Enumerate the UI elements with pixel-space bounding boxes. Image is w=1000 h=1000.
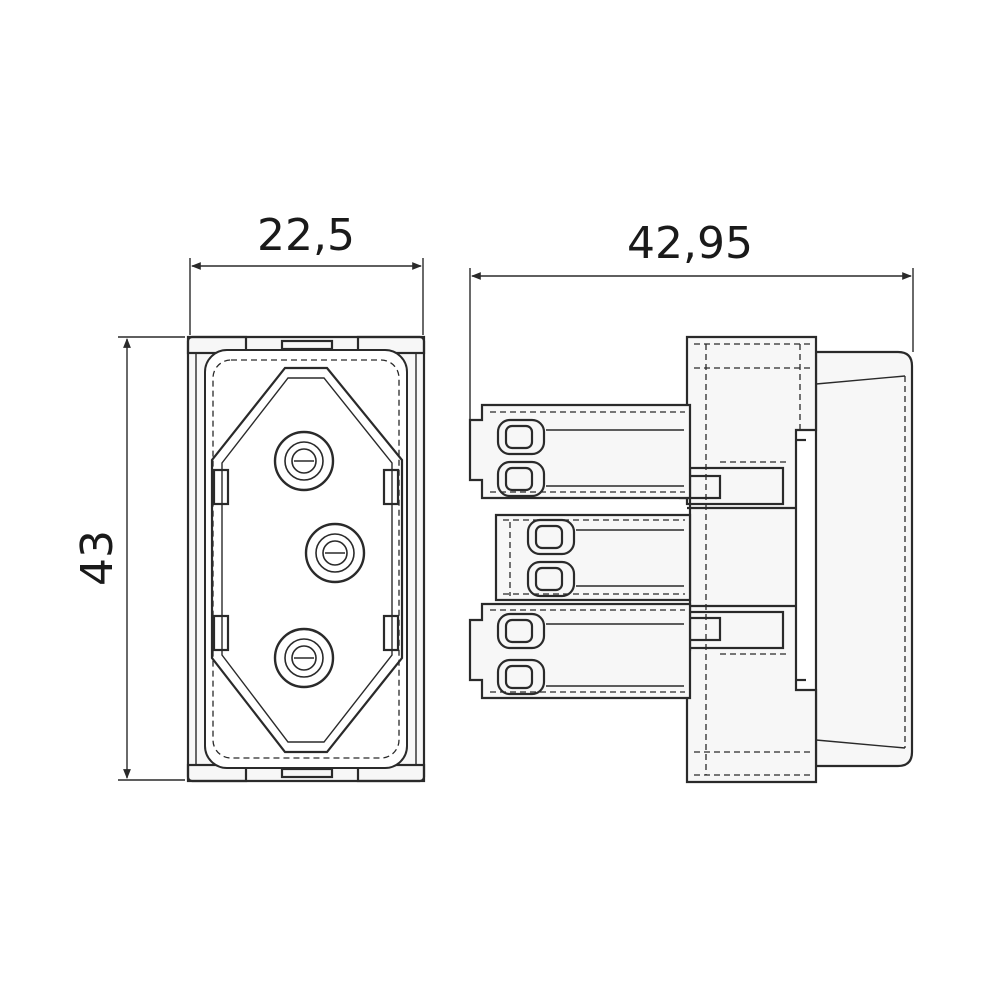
slot-left-lower: [212, 614, 230, 652]
slot-right-lower: [382, 614, 400, 652]
pin-hole-middle: [304, 522, 366, 584]
cap-bevel-top: [815, 375, 906, 385]
side-front-cap: [814, 350, 914, 768]
pin-hole-top: [273, 430, 335, 492]
terminal-block-lower: [468, 602, 692, 700]
slot-left-upper: [212, 468, 230, 506]
side-view: [468, 335, 914, 784]
height-dimension: 43: [72, 336, 185, 781]
height-label: 43: [72, 530, 123, 586]
terminal-block-middle: [494, 513, 692, 602]
socket-outline-inner: [221, 377, 393, 743]
slot-right-upper: [382, 468, 400, 506]
side-depth-label: 42,95: [627, 218, 753, 269]
cap-bevel-bottom: [815, 739, 906, 749]
front-width-label: 22,5: [257, 210, 355, 261]
front-width-dimension: 22,5: [189, 210, 424, 335]
side-depth-dimension: 42,95: [469, 218, 914, 420]
pin-hole-bottom: [273, 627, 335, 689]
terminal-block-upper: [468, 403, 692, 500]
socket-outline: [210, 366, 404, 754]
front-face-dashed-edge: [212, 359, 400, 759]
front-view: [186, 335, 426, 783]
